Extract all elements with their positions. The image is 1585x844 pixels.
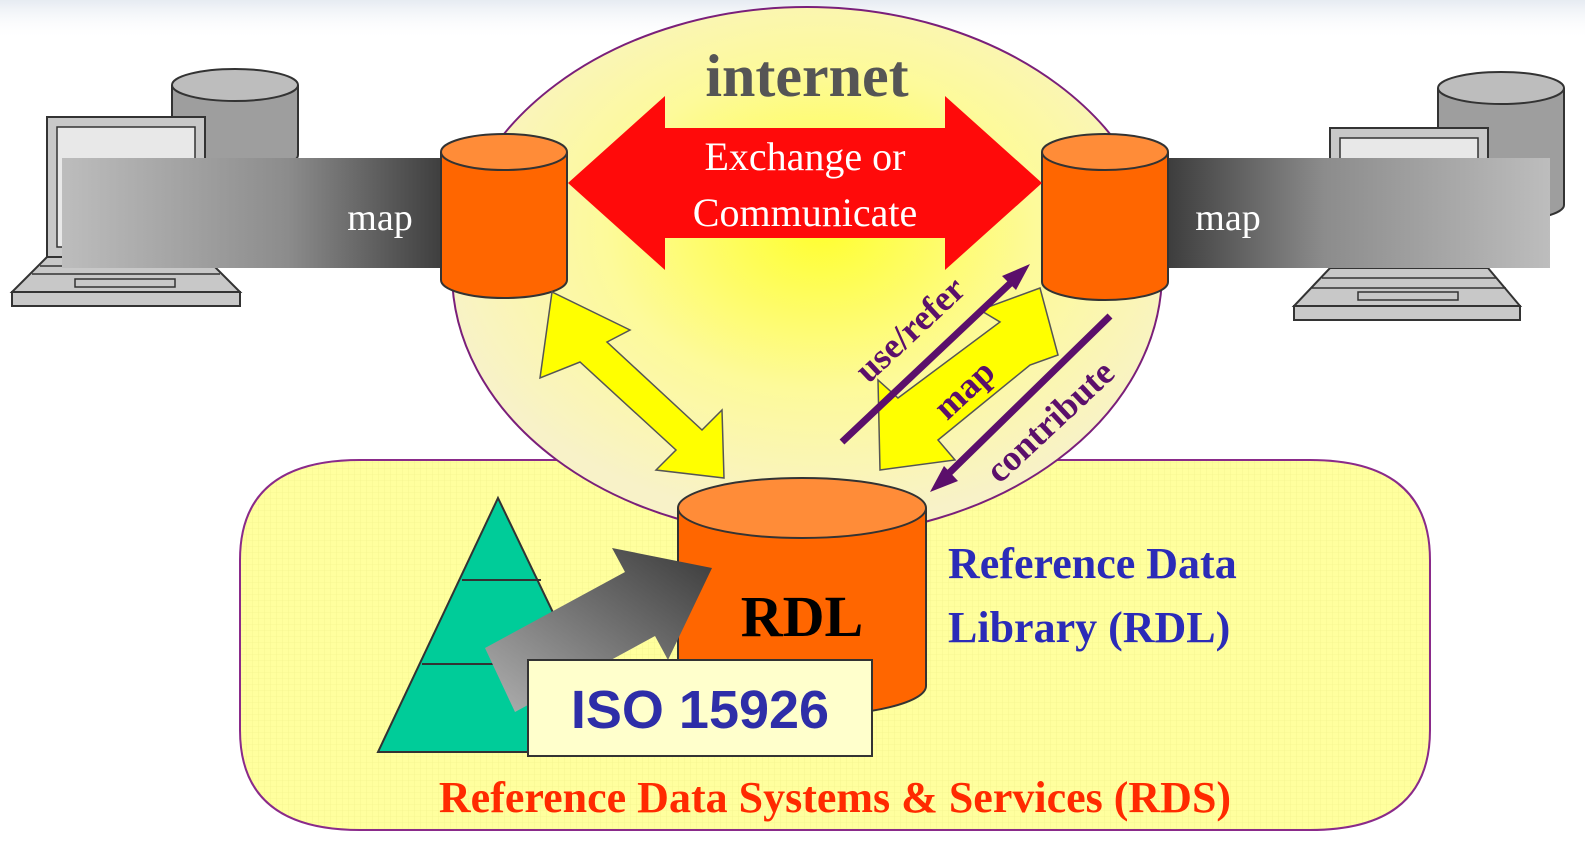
rdl-title-line1: Reference Data	[948, 539, 1237, 588]
exchange-arrow	[568, 96, 1042, 270]
database-icon-right	[1041, 133, 1169, 301]
use-refer-arrow	[839, 264, 1030, 445]
exchange-label-line1: Exchange or	[704, 134, 905, 179]
yellow-arrow-left	[539, 290, 725, 479]
rdl-label: RDL	[741, 584, 863, 649]
iso-box	[527, 659, 873, 757]
map-label-right: map	[1195, 197, 1260, 239]
rdl-title-line2: Library (RDL)	[948, 603, 1230, 652]
exchange-label-line2: Communicate	[693, 190, 917, 235]
yellow-arrow-right	[877, 287, 1059, 471]
map-band-left	[62, 158, 472, 268]
rds-label: Reference Data Systems & Services (RDS)	[439, 773, 1231, 822]
internet-label: internet	[705, 43, 908, 109]
map-band-right	[1140, 158, 1550, 268]
iso-label: ISO 15926	[571, 680, 829, 740]
map-label-left: map	[347, 197, 412, 239]
database-icon-left	[440, 133, 568, 299]
contribute-arrow	[930, 313, 1113, 492]
